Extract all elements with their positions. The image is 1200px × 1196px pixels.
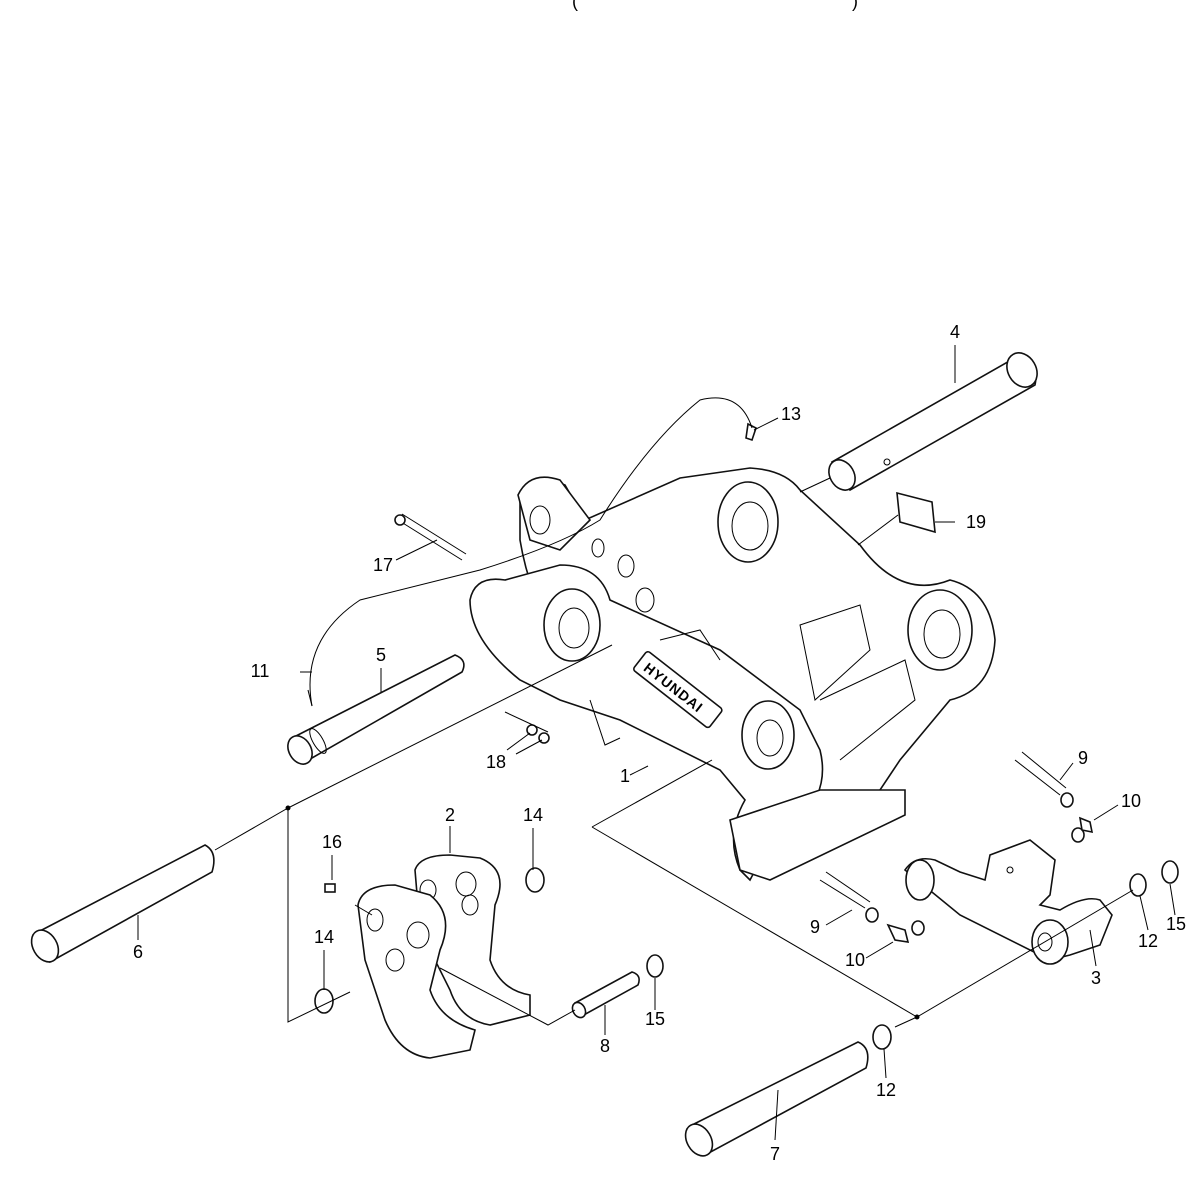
callout-17: 17 [373,555,393,575]
lanyard-wire [309,397,753,707]
header-open-paren: ( [572,0,578,11]
pin-8 [571,971,640,1019]
callout-13: 13 [781,404,801,424]
header-close-paren: ) [852,0,858,11]
pin-4 [828,352,1038,492]
locking-cylinder [903,839,1113,965]
callout-16: 16 [322,832,342,852]
callout-7: 7 [770,1144,780,1164]
callout-18: 18 [486,752,506,772]
hook-plate-set [357,854,531,1059]
callout-19: 19 [966,512,986,532]
leader-lines [137,345,1176,1141]
callout-12-lower: 12 [876,1080,896,1100]
callout-14-lower: 14 [314,927,334,947]
fittings [314,422,1179,1050]
callout-10-upper: 10 [1121,791,1141,811]
callout-9-upper: 9 [1078,748,1088,768]
callout-15-lower: 15 [645,1009,665,1029]
callout-4: 4 [950,322,960,342]
callout-11: 11 [251,661,270,681]
callout-5: 5 [376,645,386,665]
callout-2: 2 [445,805,455,825]
callout-8: 8 [600,1036,610,1056]
callout-15-right: 15 [1166,914,1186,934]
callout-3: 3 [1091,968,1101,988]
pin-5 [287,654,465,765]
callout-1: 1 [620,766,630,786]
callout-12-right: 12 [1138,931,1158,951]
callout-6: 6 [133,942,143,962]
pin-6 [30,844,215,964]
callout-14-upper: 14 [523,805,543,825]
callout-10-lower: 10 [845,950,865,970]
callout-9-lower: 9 [810,917,820,937]
quick-coupler-frame: HYUNDAI [469,467,996,882]
pin-7 [684,1041,869,1157]
